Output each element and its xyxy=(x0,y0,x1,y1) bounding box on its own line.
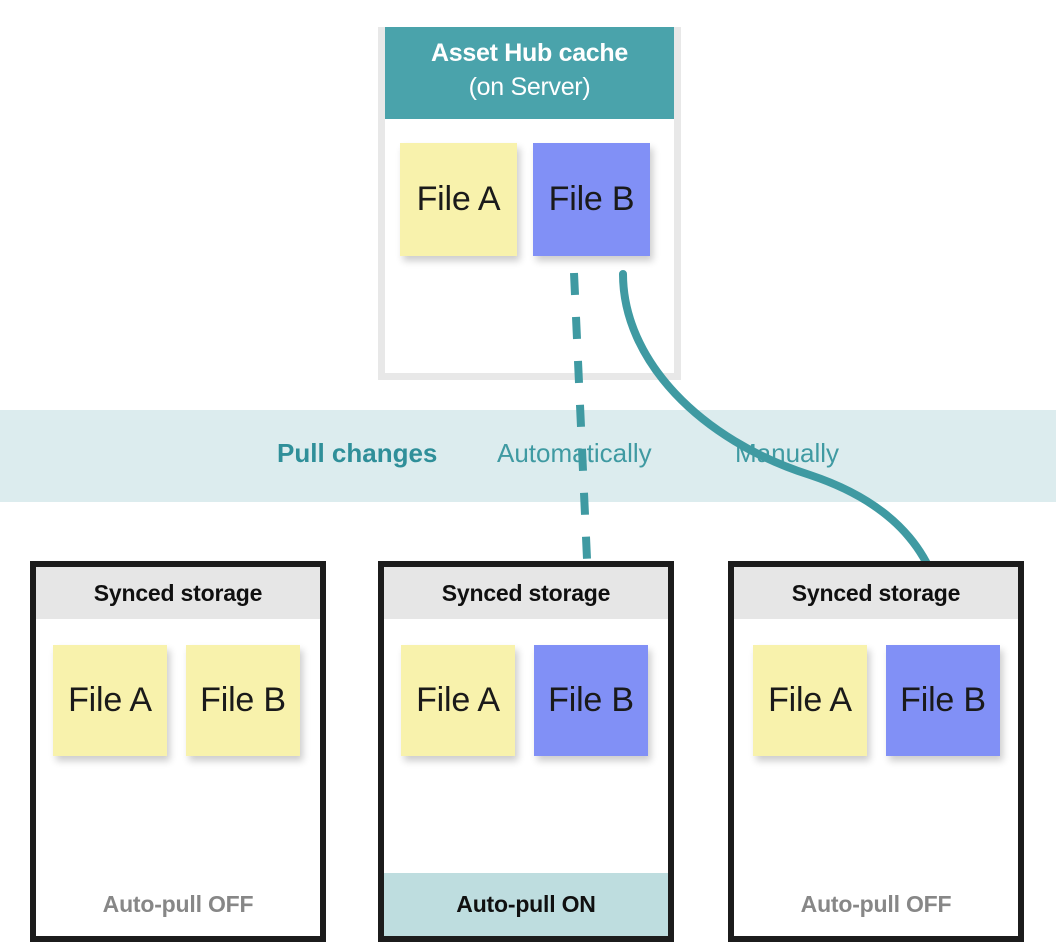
panel-right-note-file-b[interactable]: File B xyxy=(886,645,1000,756)
pull-changes-title: Pull changes xyxy=(277,438,438,468)
cache-title-line2: (on Server) xyxy=(468,73,591,101)
cache-note-file-b[interactable]: File B xyxy=(533,143,650,256)
panel-right-header: Synced storage xyxy=(734,567,1018,619)
manually-label: Manually xyxy=(735,438,840,468)
panel-left-header: Synced storage xyxy=(36,567,320,619)
panel-left-note-file-a[interactable]: File A xyxy=(53,645,167,756)
synced-storage-panel-left: Synced storage Auto-pull OFF xyxy=(30,561,326,942)
panel-left-auto-pull-status: Auto-pull OFF xyxy=(36,873,320,936)
cache-note-file-a[interactable]: File A xyxy=(400,143,517,256)
panel-right-note-file-a[interactable]: File A xyxy=(753,645,867,756)
panel-middle-header: Synced storage xyxy=(384,567,668,619)
panel-middle-note-file-a[interactable]: File A xyxy=(401,645,515,756)
panel-middle-note-file-b[interactable]: File B xyxy=(534,645,648,756)
synced-storage-panel-middle: Synced storage Auto-pull ON xyxy=(378,561,674,942)
asset-hub-cache-header: Asset Hub cache (on Server) xyxy=(385,27,674,119)
automatically-label: Automatically xyxy=(497,438,652,468)
panel-right-auto-pull-status: Auto-pull OFF xyxy=(734,873,1018,936)
panel-left-note-file-b[interactable]: File B xyxy=(186,645,300,756)
cache-title-line1: Asset Hub cache xyxy=(431,39,628,67)
panel-middle-auto-pull-status: Auto-pull ON xyxy=(384,873,668,936)
